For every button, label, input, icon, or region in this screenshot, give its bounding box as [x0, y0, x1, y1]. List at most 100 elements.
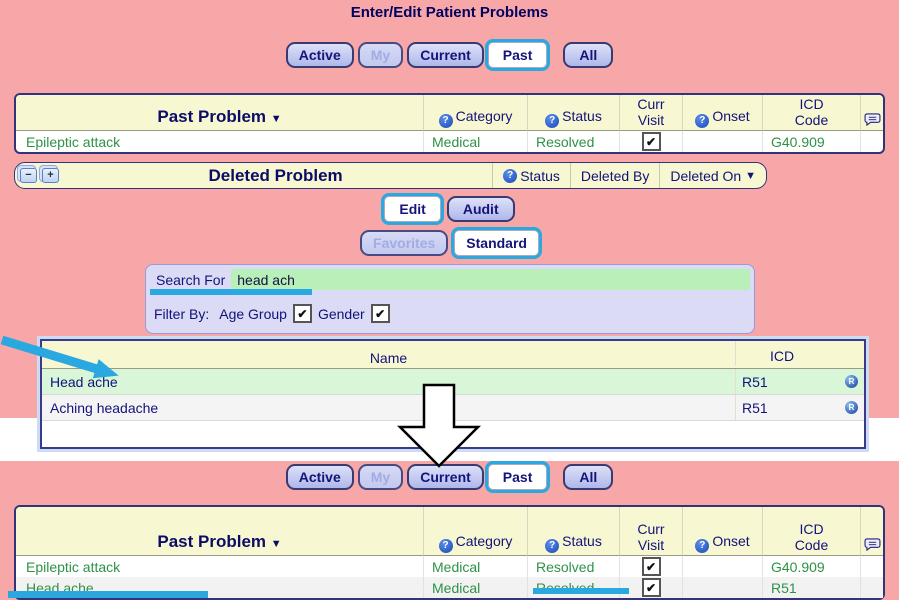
- age-group-checkbox[interactable]: ✔: [292, 304, 312, 323]
- favorites-standard-row: Favorites Standard: [0, 230, 899, 256]
- highlight-bar-head-ache-row: [8, 591, 208, 598]
- comment-column-header[interactable]: [860, 507, 883, 556]
- name-column-header[interactable]: Name: [369, 350, 408, 366]
- comment-cell[interactable]: [860, 577, 883, 598]
- category-column-header[interactable]: ?Category: [423, 507, 527, 556]
- my-button: My: [357, 464, 404, 490]
- deleted-problem-bar: − + Deleted Problem ? Status Deleted By …: [14, 162, 767, 189]
- deleted-by-column-header[interactable]: Deleted By: [569, 163, 659, 188]
- status-cell: Resolved: [527, 556, 619, 577]
- reference-icon[interactable]: R: [845, 401, 858, 414]
- result-name[interactable]: Head ache: [50, 373, 118, 390]
- status-column-header[interactable]: ?Status: [527, 507, 619, 556]
- result-icd: R51: [735, 395, 822, 420]
- past-problem-column-header[interactable]: Past Problem ▼: [16, 95, 423, 131]
- current-button[interactable]: Current: [407, 464, 484, 490]
- favorites-button: Favorites: [360, 230, 449, 256]
- expand-all-icon[interactable]: +: [42, 168, 59, 183]
- audit-button[interactable]: Audit: [446, 196, 515, 222]
- deleted-status-column-header[interactable]: ? Status: [492, 163, 570, 188]
- help-icon[interactable]: ?: [695, 114, 710, 128]
- curr-visit-checkbox[interactable]: ✔: [641, 557, 661, 576]
- table-row[interactable]: Epileptic attack Medical Resolved ✔ G40.…: [16, 131, 883, 152]
- filter-button-row-bottom: Active My Current Past All: [0, 464, 899, 490]
- past-button-selected[interactable]: Past: [487, 42, 548, 68]
- highlight-bar-search: [150, 289, 312, 295]
- category-cell: Medical: [423, 131, 527, 152]
- deleted-on-column-header[interactable]: Deleted On ▼: [659, 163, 766, 188]
- help-icon[interactable]: ?: [695, 539, 710, 553]
- status-column-header[interactable]: ?Status: [527, 95, 619, 131]
- past-problem-table-top: Past Problem ▼ ?Category ?Status Curr Vi…: [14, 93, 885, 154]
- my-button: My: [357, 42, 404, 68]
- deleted-problem-title[interactable]: Deleted Problem: [208, 165, 343, 185]
- past-problem-column-header[interactable]: Past Problem ▼: [16, 507, 423, 556]
- category-cell: Medical: [423, 577, 527, 598]
- help-icon[interactable]: ?: [545, 539, 560, 553]
- help-icon[interactable]: ?: [438, 539, 453, 553]
- down-arrow-annotation: [396, 383, 482, 468]
- reference-icon[interactable]: R: [845, 375, 858, 388]
- gender-label: Gender: [317, 305, 365, 322]
- page-title: Enter/Edit Patient Problems: [350, 4, 549, 21]
- past-problem-table-bottom: Past Problem ▼ ?Category ?Status Curr Vi…: [14, 505, 885, 600]
- curr-visit-cell: ✔: [619, 556, 682, 577]
- curr-visit-checkbox[interactable]: ✔: [641, 578, 661, 597]
- onset-cell: [682, 577, 762, 598]
- table-header-row: Past Problem ▼ ?Category ?Status Curr Vi…: [16, 507, 883, 556]
- edit-audit-row: Edit Audit: [0, 196, 899, 222]
- icd-code-column-header[interactable]: ICD Code: [762, 95, 860, 131]
- active-button[interactable]: Active: [285, 42, 354, 68]
- filter-row: Filter By: Age Group ✔ Gender ✔: [154, 304, 754, 323]
- filter-by-label: Filter By:: [154, 305, 210, 322]
- comment-icon: [864, 538, 880, 551]
- curr-visit-column-header[interactable]: Curr Visit: [619, 507, 682, 556]
- sort-down-icon: ▼: [270, 538, 282, 550]
- result-icd: R51: [735, 369, 822, 394]
- icd-cell: G40.909: [762, 556, 860, 577]
- search-for-label: Search For: [156, 271, 226, 288]
- icd-column-header[interactable]: ICD: [735, 341, 822, 366]
- callout-arrow-to-head-ache: [0, 335, 119, 379]
- icd-cell: G40.909: [762, 131, 860, 152]
- help-icon[interactable]: ?: [438, 114, 453, 128]
- filter-button-row-top: Active My Current Past All: [0, 42, 899, 68]
- sort-down-icon: ▼: [270, 113, 282, 125]
- onset-column-header[interactable]: ?Onset: [682, 95, 762, 131]
- problem-cell[interactable]: Epileptic attack: [26, 133, 121, 150]
- active-button[interactable]: Active: [285, 464, 354, 490]
- comment-cell[interactable]: [860, 556, 883, 577]
- search-row: Search For head ach: [154, 269, 750, 290]
- search-panel: Search For head ach Filter By: Age Group…: [145, 264, 755, 334]
- icd-code-column-header[interactable]: ICD Code: [762, 507, 860, 556]
- onset-cell: [682, 556, 762, 577]
- gender-checkbox[interactable]: ✔: [370, 304, 390, 323]
- comment-cell[interactable]: [860, 131, 883, 152]
- highlight-bar-resolved: [533, 588, 629, 594]
- onset-column-header[interactable]: ?Onset: [682, 507, 762, 556]
- sort-down-icon: ▼: [745, 169, 756, 182]
- collapse-all-icon[interactable]: −: [20, 168, 37, 183]
- standard-button-selected[interactable]: Standard: [454, 230, 539, 256]
- help-icon[interactable]: ?: [545, 114, 560, 128]
- search-input[interactable]: head ach: [231, 269, 750, 290]
- status-cell: Resolved: [527, 131, 619, 152]
- curr-visit-cell: ✔: [619, 577, 682, 598]
- all-button[interactable]: All: [563, 42, 614, 68]
- results-header-row: Name ICD: [42, 341, 864, 369]
- curr-visit-column-header[interactable]: Curr Visit: [619, 95, 682, 131]
- table-row[interactable]: Epileptic attack Medical Resolved ✔ G40.…: [16, 556, 883, 577]
- result-name[interactable]: Aching headache: [50, 399, 159, 416]
- edit-button-selected[interactable]: Edit: [384, 196, 441, 222]
- help-icon[interactable]: ?: [503, 168, 518, 183]
- past-button-selected[interactable]: Past: [487, 464, 548, 490]
- curr-visit-checkbox[interactable]: ✔: [641, 132, 661, 151]
- problem-cell[interactable]: Epileptic attack: [26, 558, 121, 575]
- table-header-row: Past Problem ▼ ?Category ?Status Curr Vi…: [16, 95, 883, 131]
- onset-cell: [682, 131, 762, 152]
- category-column-header[interactable]: ?Category: [423, 95, 527, 131]
- current-button[interactable]: Current: [407, 42, 484, 68]
- comment-column-header[interactable]: [860, 95, 883, 131]
- all-button[interactable]: All: [563, 464, 614, 490]
